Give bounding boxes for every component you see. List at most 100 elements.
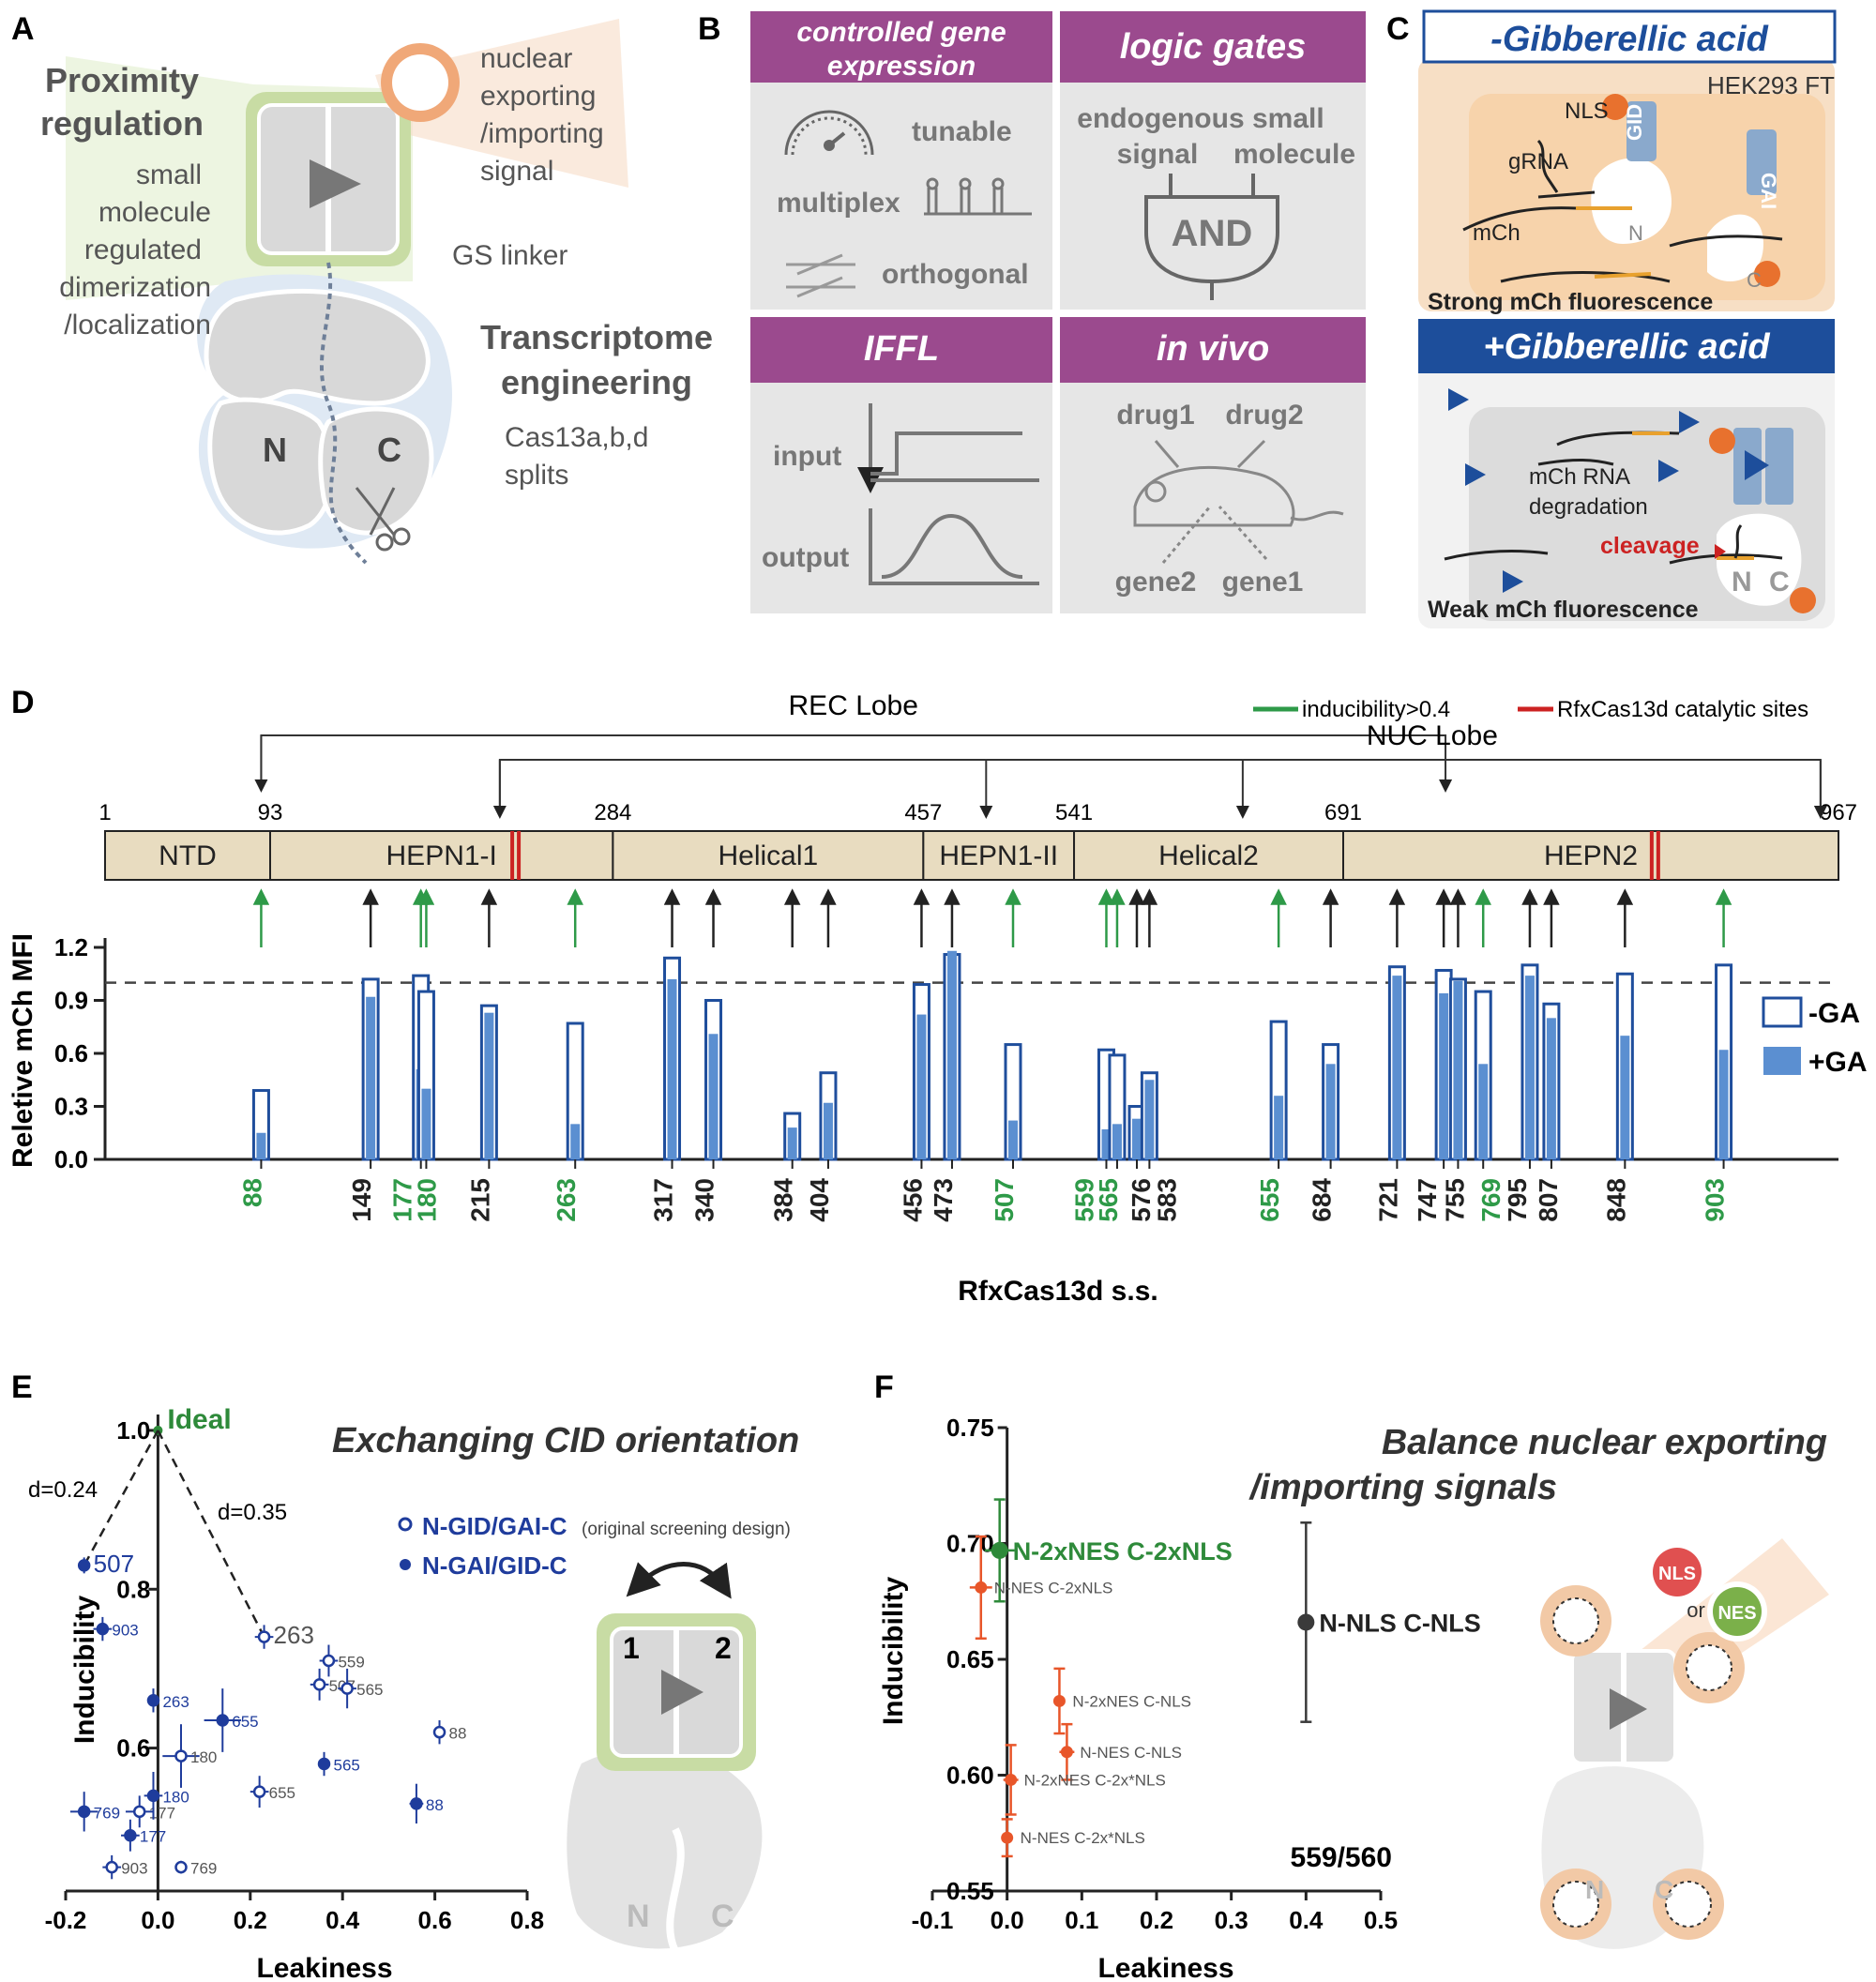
- f-schematic-c: C: [1655, 1875, 1673, 1904]
- complex-plus-n-label: N: [1732, 567, 1752, 598]
- domain-label: HEPN1-II: [939, 840, 1058, 871]
- cas13-complex-minus: [1591, 94, 1780, 287]
- f-point-label: N-NES C-2xNLS: [994, 1579, 1113, 1596]
- f-point-label: N-2xNES C-2x*NLS: [1024, 1771, 1166, 1789]
- scissors-icon: [355, 487, 411, 552]
- nls-label: NLS: [1565, 98, 1609, 124]
- bar-plus-ga-340: [708, 1034, 719, 1159]
- complex-c-label: C: [1747, 268, 1762, 292]
- site-label-565: 565: [1094, 1178, 1123, 1222]
- e-point-label: 263: [162, 1693, 189, 1711]
- e-point-655: [216, 1714, 230, 1727]
- f-y-tick-label: 0.60: [946, 1762, 994, 1790]
- e-point-label: 177: [149, 1804, 175, 1822]
- bar-plus-ga-317: [667, 978, 677, 1159]
- complex-n-label: N: [1628, 221, 1643, 245]
- site-label-177: 177: [388, 1178, 417, 1222]
- panel-e-letter: E: [11, 1369, 33, 1405]
- bar-plus-ga-795: [1524, 976, 1535, 1159]
- minus-ga-title: -Gibberellic acid: [1490, 20, 1768, 59]
- domain-label: HEPN1-I: [386, 840, 497, 871]
- d-y-tick-label: 0.9: [54, 987, 88, 1015]
- domain-position: 457: [904, 800, 942, 825]
- bar-plus-ga-149: [366, 996, 376, 1159]
- schematic-c: C: [711, 1899, 734, 1934]
- domain-box-helical2: [1073, 830, 1344, 881]
- e-x-tick-label: 0.6: [418, 1906, 452, 1934]
- f-title-1: Balance nuclear exporting: [1382, 1423, 1827, 1462]
- bar-plus-ga-507: [1008, 1120, 1018, 1159]
- e-point-label: 559: [338, 1653, 364, 1671]
- ideal-label: Ideal: [167, 1404, 231, 1435]
- d-ylabel: Reletive mCh MFI: [8, 933, 38, 1168]
- transcriptome-title-1: Transcriptome: [480, 318, 713, 356]
- small-molecule-5: /localization: [64, 310, 211, 340]
- nuclear-signal-4: signal: [480, 156, 553, 187]
- e-point-88: [410, 1797, 423, 1810]
- e-point-label: 655: [269, 1784, 295, 1802]
- f-y-tick-label: 0.55: [946, 1877, 994, 1905]
- f-x-tick-label: 0.2: [1140, 1906, 1173, 1934]
- cleavage-arrow: [1715, 544, 1726, 559]
- orientation-schematic: [567, 1562, 763, 1953]
- panel-a: A N C Proximity regulation smal: [11, 11, 713, 565]
- catalytic-site-mark: [510, 831, 515, 880]
- legend-red-text: RfxCas13d catalytic sites: [1557, 697, 1808, 722]
- e-point-label: 565: [334, 1757, 360, 1775]
- orthogonal-label: orthogonal: [882, 259, 1029, 290]
- f-point: [1001, 1831, 1014, 1844]
- plus-ga-header: [1418, 319, 1835, 373]
- box-controlled-header: [750, 11, 1052, 83]
- controlled-title-2: expression: [827, 51, 976, 82]
- domain-box-hepn1-i: [269, 830, 614, 881]
- e-point-559: [322, 1654, 336, 1668]
- e-point-label: 903: [121, 1860, 147, 1878]
- site-label-848: 848: [1601, 1178, 1630, 1222]
- legend-minus-ga: -GA: [1808, 998, 1860, 1029]
- e-point-263: [146, 1694, 160, 1707]
- e-point-label: 263: [274, 1621, 314, 1649]
- cas13-n-lobe: [207, 397, 335, 536]
- mch-rna-label: mCh RNA: [1529, 464, 1630, 490]
- f-point: [1005, 1773, 1018, 1786]
- proximity-title-1: Proximity: [45, 61, 199, 99]
- site-label-215: 215: [465, 1178, 494, 1222]
- endogenous-label: endogenous small: [1077, 103, 1324, 134]
- f-x-tick-label: 0.3: [1215, 1906, 1248, 1934]
- nls-badge: NLS: [1658, 1564, 1696, 1584]
- bar-plus-ga-684: [1325, 1064, 1336, 1159]
- e-point-label: 177: [140, 1828, 166, 1846]
- d-xlabel: RfxCas13d s.s.: [958, 1276, 1157, 1307]
- site-label-404: 404: [805, 1178, 834, 1222]
- site-label-507: 507: [990, 1178, 1019, 1222]
- e-point-507: [312, 1678, 326, 1691]
- iffl-output-label: output: [762, 542, 849, 573]
- e-point-903: [105, 1860, 118, 1874]
- e-point-label: 88: [449, 1725, 467, 1743]
- minus-ga-header: [1422, 9, 1837, 64]
- domain-label: Helical1: [719, 840, 819, 871]
- site-label-88: 88: [237, 1178, 266, 1207]
- site-label-747: 747: [1413, 1178, 1442, 1222]
- site-label-317: 317: [649, 1178, 678, 1222]
- e-legend-open-note: (original screening design): [582, 1520, 791, 1539]
- gs-linker-line: [320, 262, 368, 565]
- bar-plus-ga-404: [823, 1102, 833, 1159]
- box-logic-header: [1060, 11, 1366, 83]
- domain-position: 967: [1820, 800, 1857, 825]
- e-y-tick-label: 0.6: [116, 1734, 150, 1763]
- cas13-rec-lobe: [204, 288, 431, 406]
- transcriptome-title-2: engineering: [501, 363, 692, 401]
- legend-plus-ga-swatch: [1763, 1047, 1801, 1075]
- f-title-2: /importing signals: [1248, 1468, 1557, 1507]
- mrna-strands-plus: [1444, 431, 1783, 565]
- e-x-tick-label: 0.0: [141, 1906, 174, 1934]
- distance-line-263: [157, 1430, 265, 1638]
- nes-badge: NES: [1717, 1603, 1756, 1624]
- weak-fluorescence: Weak mCh fluorescence: [1428, 597, 1699, 623]
